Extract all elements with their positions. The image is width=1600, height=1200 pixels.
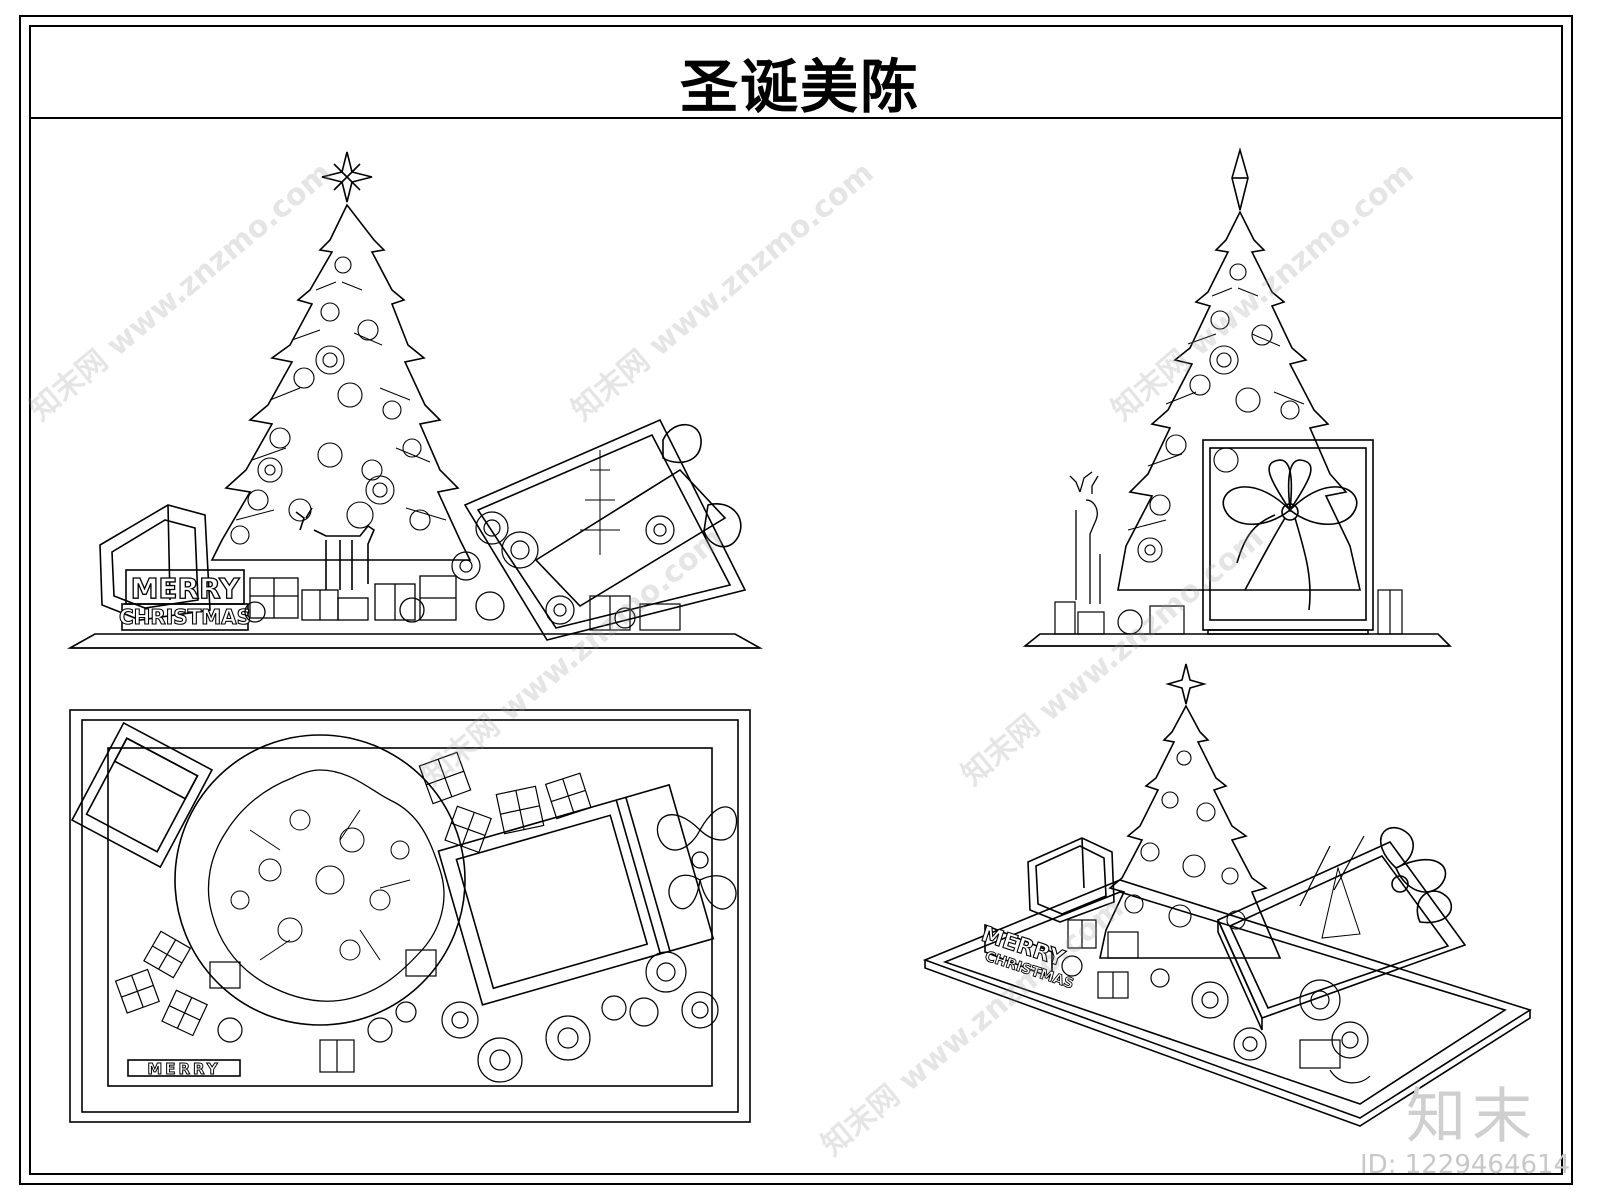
plan-merry-sign xyxy=(127,1059,241,1077)
front-roses xyxy=(451,511,675,625)
perspective-gifts-roses xyxy=(1061,919,1371,1084)
plan-small-gifts xyxy=(114,751,592,1073)
christmas-tree-perspective xyxy=(1099,704,1282,959)
front-base-platform xyxy=(66,633,764,649)
plan-gift-frame-left xyxy=(70,721,214,869)
plan-view: MERRY xyxy=(69,709,751,1123)
image-id-label: ID: 1229464614 xyxy=(1360,1150,1571,1180)
front-gift-boxes xyxy=(244,575,505,623)
perspective-large-gift-box xyxy=(1216,826,1467,1031)
deer-figure xyxy=(295,507,375,590)
side-base-platform xyxy=(1022,633,1452,647)
plan-tree-canopy xyxy=(174,734,466,1026)
plan-sign-merry: MERRY xyxy=(147,1060,220,1078)
plan-large-gift-box xyxy=(437,783,715,1006)
christmas-tree-front xyxy=(210,203,472,561)
page-title: 圣诞美陈 xyxy=(679,53,920,121)
side-deer-figure xyxy=(1069,471,1101,604)
christmas-tree-side xyxy=(1117,210,1362,591)
perspective-gift-frame-left xyxy=(1027,837,1115,923)
front-merry-christmas-sign xyxy=(121,569,249,631)
side-elevation-view xyxy=(1022,147,1452,647)
front-elevation-view: MERRY CHRISTMAS xyxy=(66,151,764,649)
plan-roses xyxy=(217,951,719,1083)
front-gifts-right xyxy=(589,595,681,631)
perspective-view: MERRY CHRISTMAS xyxy=(922,663,1532,1127)
tree-star-icon xyxy=(321,151,373,203)
perspective-star-icon xyxy=(1165,663,1207,705)
front-sign-merry: MERRY xyxy=(131,572,241,605)
front-gift-frame-left xyxy=(99,504,211,621)
brand-watermark: 知末 xyxy=(1406,1082,1538,1152)
perspective-merry-christmas-sign xyxy=(984,923,1053,980)
side-small-gifts xyxy=(1054,589,1403,635)
tree-finial-icon xyxy=(1231,147,1249,211)
plan-inner-platform xyxy=(107,747,713,1087)
front-tilted-gift-box xyxy=(463,418,747,641)
inner-frame xyxy=(29,25,1563,1175)
front-sign-christmas: CHRISTMAS xyxy=(119,605,251,629)
plan-gift-bow xyxy=(656,806,738,910)
plan-outer-platform xyxy=(69,709,751,1123)
side-gift-box-with-bow xyxy=(1202,439,1374,635)
outer-frame xyxy=(19,15,1573,1185)
